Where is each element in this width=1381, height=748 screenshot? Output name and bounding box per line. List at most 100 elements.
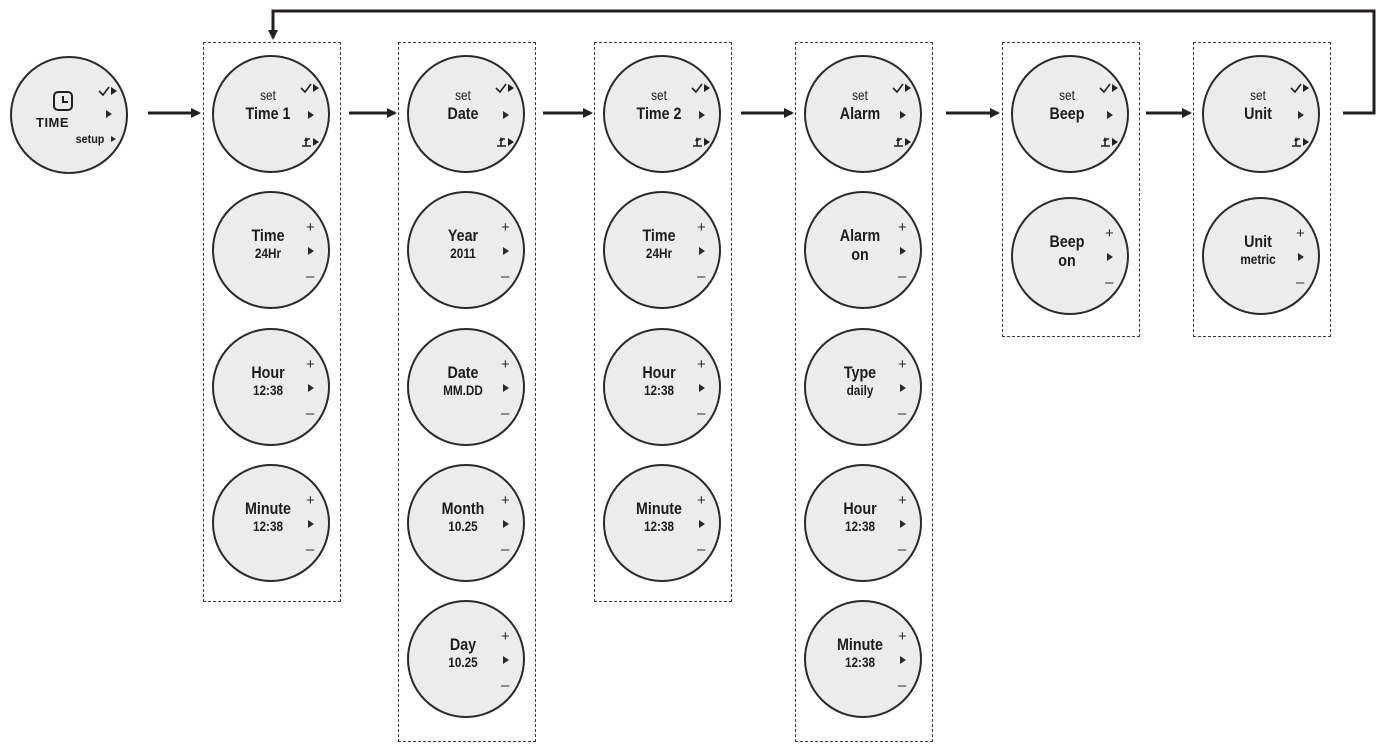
plus-icon: + — [697, 219, 706, 236]
screen-line2: metric — [1240, 251, 1276, 267]
plus-icon: + — [1105, 225, 1114, 242]
play-triangle-icon — [503, 384, 509, 392]
minus-icon: – — [697, 541, 706, 558]
minus-icon: – — [1296, 274, 1305, 291]
back-arrow-icon — [1101, 137, 1118, 147]
flow-arrow-loop-back — [268, 9, 1376, 115]
screen-line2: Unit — [1244, 104, 1272, 123]
plus-icon: + — [501, 628, 510, 645]
minus-icon: – — [898, 405, 907, 422]
minus-icon: – — [306, 541, 315, 558]
play-triangle-icon — [503, 656, 509, 664]
plus-icon: + — [898, 492, 907, 509]
minus-icon: – — [501, 541, 510, 558]
plus-icon: + — [1296, 225, 1305, 242]
screen-line2: on — [851, 245, 869, 264]
play-triangle-icon — [308, 247, 314, 255]
play-triangle-icon — [503, 520, 509, 528]
screen-line1: Date — [447, 363, 479, 382]
screen-line2: 12:38 — [252, 518, 284, 534]
screen-line1: Minute — [836, 635, 884, 654]
play-triangle-icon — [900, 656, 906, 664]
screen-line1: set — [455, 87, 471, 103]
play-triangle-icon — [106, 110, 112, 118]
play-triangle-icon — [699, 111, 705, 119]
play-triangle-icon — [900, 111, 906, 119]
screen-line2: 12:38 — [643, 518, 675, 534]
screen-line1: set — [651, 87, 667, 103]
play-triangle-icon — [900, 384, 906, 392]
check-arrow-icon — [98, 86, 117, 97]
clock-icon — [53, 91, 73, 111]
check-arrow-icon — [300, 83, 319, 94]
play-triangle-icon — [699, 384, 705, 392]
play-triangle-icon — [308, 520, 314, 528]
plus-icon: + — [898, 628, 907, 645]
minus-icon: – — [697, 268, 706, 285]
screen-line1: Year — [447, 226, 479, 245]
screen-line2: MM.DD — [443, 382, 483, 398]
screen-line1: Alarm — [839, 226, 881, 245]
screen-line2: 2011 — [450, 245, 476, 261]
screen-line2: Time 1 — [245, 104, 291, 123]
screen-line2: on — [1058, 251, 1076, 270]
screen-line1: Month — [441, 499, 485, 518]
screen-line1: Minute — [244, 499, 292, 518]
play-triangle-icon — [308, 384, 314, 392]
time-mode-label: TIME — [36, 115, 70, 130]
minus-icon: – — [898, 541, 907, 558]
plus-icon: + — [306, 219, 315, 236]
screen-line2: 24Hr — [645, 245, 673, 261]
screen-line1: set — [1059, 87, 1075, 103]
plus-icon: + — [501, 219, 510, 236]
play-triangle-icon — [1298, 253, 1304, 261]
back-arrow-icon — [1292, 137, 1309, 147]
screen-line2: 12:38 — [844, 654, 876, 670]
minus-icon: – — [501, 268, 510, 285]
screen-line1: Type — [843, 363, 877, 382]
screen-line2: 12:38 — [643, 382, 675, 398]
screen-line1: Time — [642, 226, 676, 245]
minus-icon: – — [697, 405, 706, 422]
screen-line1: Hour — [642, 363, 676, 382]
play-triangle-icon — [1107, 253, 1113, 261]
play-triangle-icon — [1298, 111, 1304, 119]
back-arrow-icon — [894, 137, 911, 147]
screen-line2: Beep — [1049, 104, 1085, 123]
plus-icon: + — [306, 492, 315, 509]
minus-icon: – — [306, 405, 315, 422]
back-arrow-icon — [497, 137, 514, 147]
plus-icon: + — [697, 356, 706, 373]
check-arrow-icon — [691, 83, 710, 94]
screen-line1: Hour — [843, 499, 877, 518]
plus-icon: + — [306, 356, 315, 373]
back-arrow-icon — [302, 137, 319, 147]
plus-icon: + — [501, 492, 510, 509]
screen-line2: Time 2 — [636, 104, 682, 123]
check-arrow-icon — [1290, 83, 1309, 94]
minus-icon: – — [898, 677, 907, 694]
screen-line2: 12:38 — [252, 382, 284, 398]
play-triangle-icon — [308, 111, 314, 119]
screen-line1: Day — [449, 635, 477, 654]
screen-line1: Time — [251, 226, 285, 245]
